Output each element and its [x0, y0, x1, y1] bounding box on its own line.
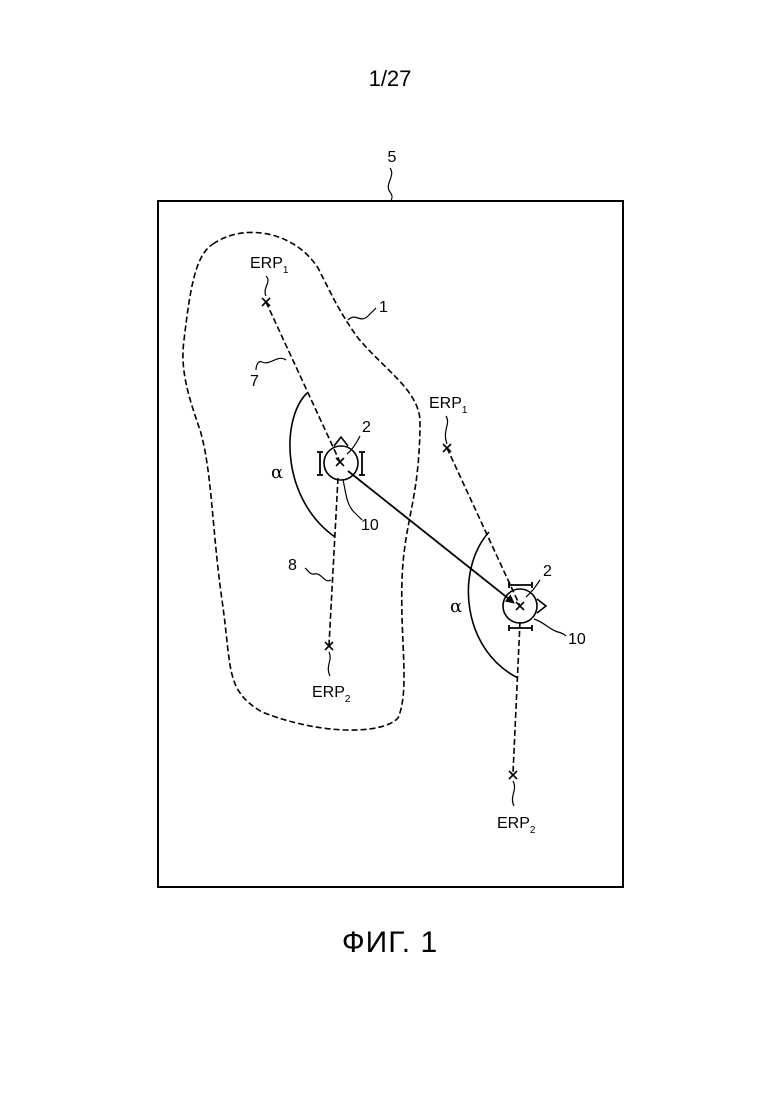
dashed-line-8 — [329, 478, 338, 645]
rotation-leader-left — [343, 480, 362, 520]
transition-arrow — [348, 471, 514, 603]
ref-point-2-right-leader — [512, 781, 514, 806]
dashed-line-right-lower — [513, 622, 520, 773]
frame-leader — [388, 168, 392, 201]
ref-point-2-right-cross — [509, 771, 517, 779]
ref-point-1-right-leader — [445, 416, 447, 444]
ref-point-2-left-label: ERP2 — [312, 684, 351, 705]
marker-triangle-left — [334, 437, 348, 446]
zone-label: 1 — [379, 299, 388, 316]
frame-rectangle — [158, 201, 623, 887]
marker-cross-right — [516, 602, 524, 610]
rotation-label-right: 10 — [568, 631, 586, 648]
dashed-line-7 — [266, 302, 340, 462]
ref-point-1-left-leader — [265, 276, 268, 296]
angle-label-right: α — [450, 596, 462, 617]
line-8-leader — [305, 568, 331, 581]
marker-cross-left — [336, 458, 344, 466]
line-7-leader — [256, 358, 286, 370]
ref-point-1-right-label: ERP1 — [429, 395, 468, 416]
rotation-leader-right — [534, 619, 566, 636]
angle-arc-right — [468, 532, 518, 678]
figure-caption: ФИГ. 1 — [0, 926, 780, 960]
angle-arc-left — [290, 393, 335, 537]
line-7-label: 7 — [250, 373, 259, 390]
ref-point-1-left-label: ERP1 — [250, 255, 289, 276]
marker-label-left: 2 — [362, 419, 371, 436]
line-8-label: 8 — [288, 557, 297, 574]
marker-label-right: 2 — [543, 563, 552, 580]
zone-leader — [348, 308, 376, 320]
frame-label: 5 — [388, 149, 397, 166]
ref-point-2-left-leader — [328, 652, 330, 676]
ref-point-2-right-label: ERP2 — [497, 815, 536, 836]
rotation-label-left: 10 — [361, 517, 379, 534]
marker-triangle-right — [537, 599, 546, 613]
angle-label-left: α — [271, 462, 283, 483]
